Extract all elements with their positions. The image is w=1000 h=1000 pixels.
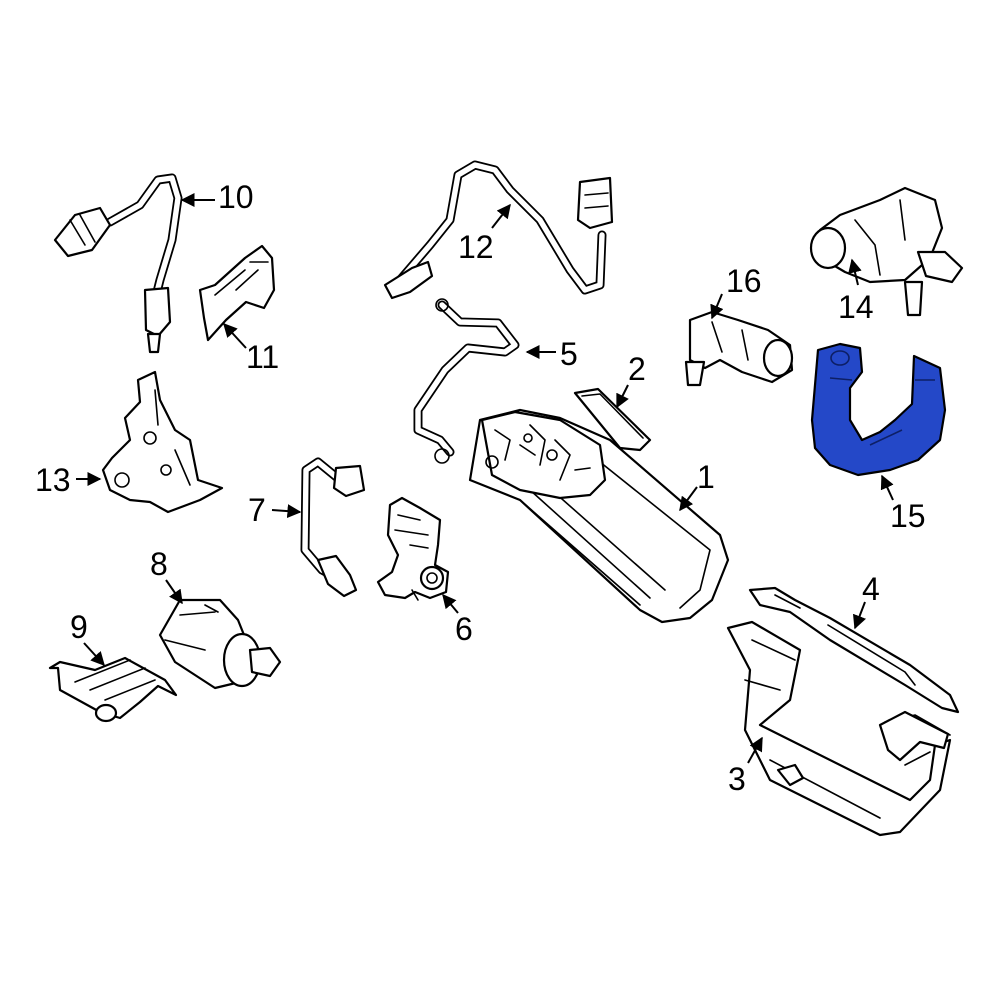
part-9-plate[interactable] [48,656,178,723]
callout-7: 7 [248,492,302,528]
part-12-sensor[interactable] [383,160,614,300]
part-4-bar[interactable] [748,586,960,714]
callout-label: 13 [35,462,71,498]
callout-label: 16 [726,263,762,299]
callout-label: 3 [728,761,746,797]
part-16-sensor[interactable] [684,310,794,387]
callout-label: 8 [150,546,168,582]
part-6-valve[interactable] [376,496,450,601]
part-7-hose[interactable] [300,457,366,598]
callout-label: 6 [455,611,473,647]
part-1-canister[interactable] [468,408,730,624]
part-3-bracket[interactable] [726,620,952,837]
callout-8: 8 [150,546,183,605]
callout-14: 14 [838,258,874,325]
callout-11: 11 [223,322,279,375]
callout-label: 7 [248,492,266,528]
callout-label: 10 [218,179,254,215]
callout-13: 13 [35,462,102,498]
part-2-plate[interactable] [573,387,652,452]
part-10-sensor[interactable] [53,173,183,354]
callout-15: 15 [880,474,926,534]
callout-label: 9 [70,609,88,645]
callout-label: 12 [458,229,494,265]
callout-9: 9 [70,609,105,667]
callout-12: 12 [458,203,511,265]
callout-5: 5 [525,336,578,372]
callout-label: 1 [697,459,715,495]
part-8-solenoid[interactable] [158,598,282,690]
part-11-bracket[interactable] [198,244,276,342]
callout-3: 3 [728,736,763,797]
callout-label: 2 [628,351,646,387]
part-15-bracket[interactable] [810,342,947,477]
callout-label: 11 [246,339,279,375]
part-14-valve[interactable] [809,186,964,317]
callout-label: 5 [560,336,578,372]
callout-10: 10 [180,179,254,215]
part-5-tube[interactable] [413,298,520,464]
callout-label: 14 [838,289,874,325]
callout-16: 16 [710,263,762,320]
callout-label: 15 [890,498,926,534]
part-13-bracket[interactable] [101,370,224,514]
callout-6: 6 [442,593,473,647]
callout-4: 4 [852,571,880,630]
callout-2: 2 [616,351,646,409]
callout-1: 1 [679,459,715,512]
callout-label: 4 [862,571,880,607]
